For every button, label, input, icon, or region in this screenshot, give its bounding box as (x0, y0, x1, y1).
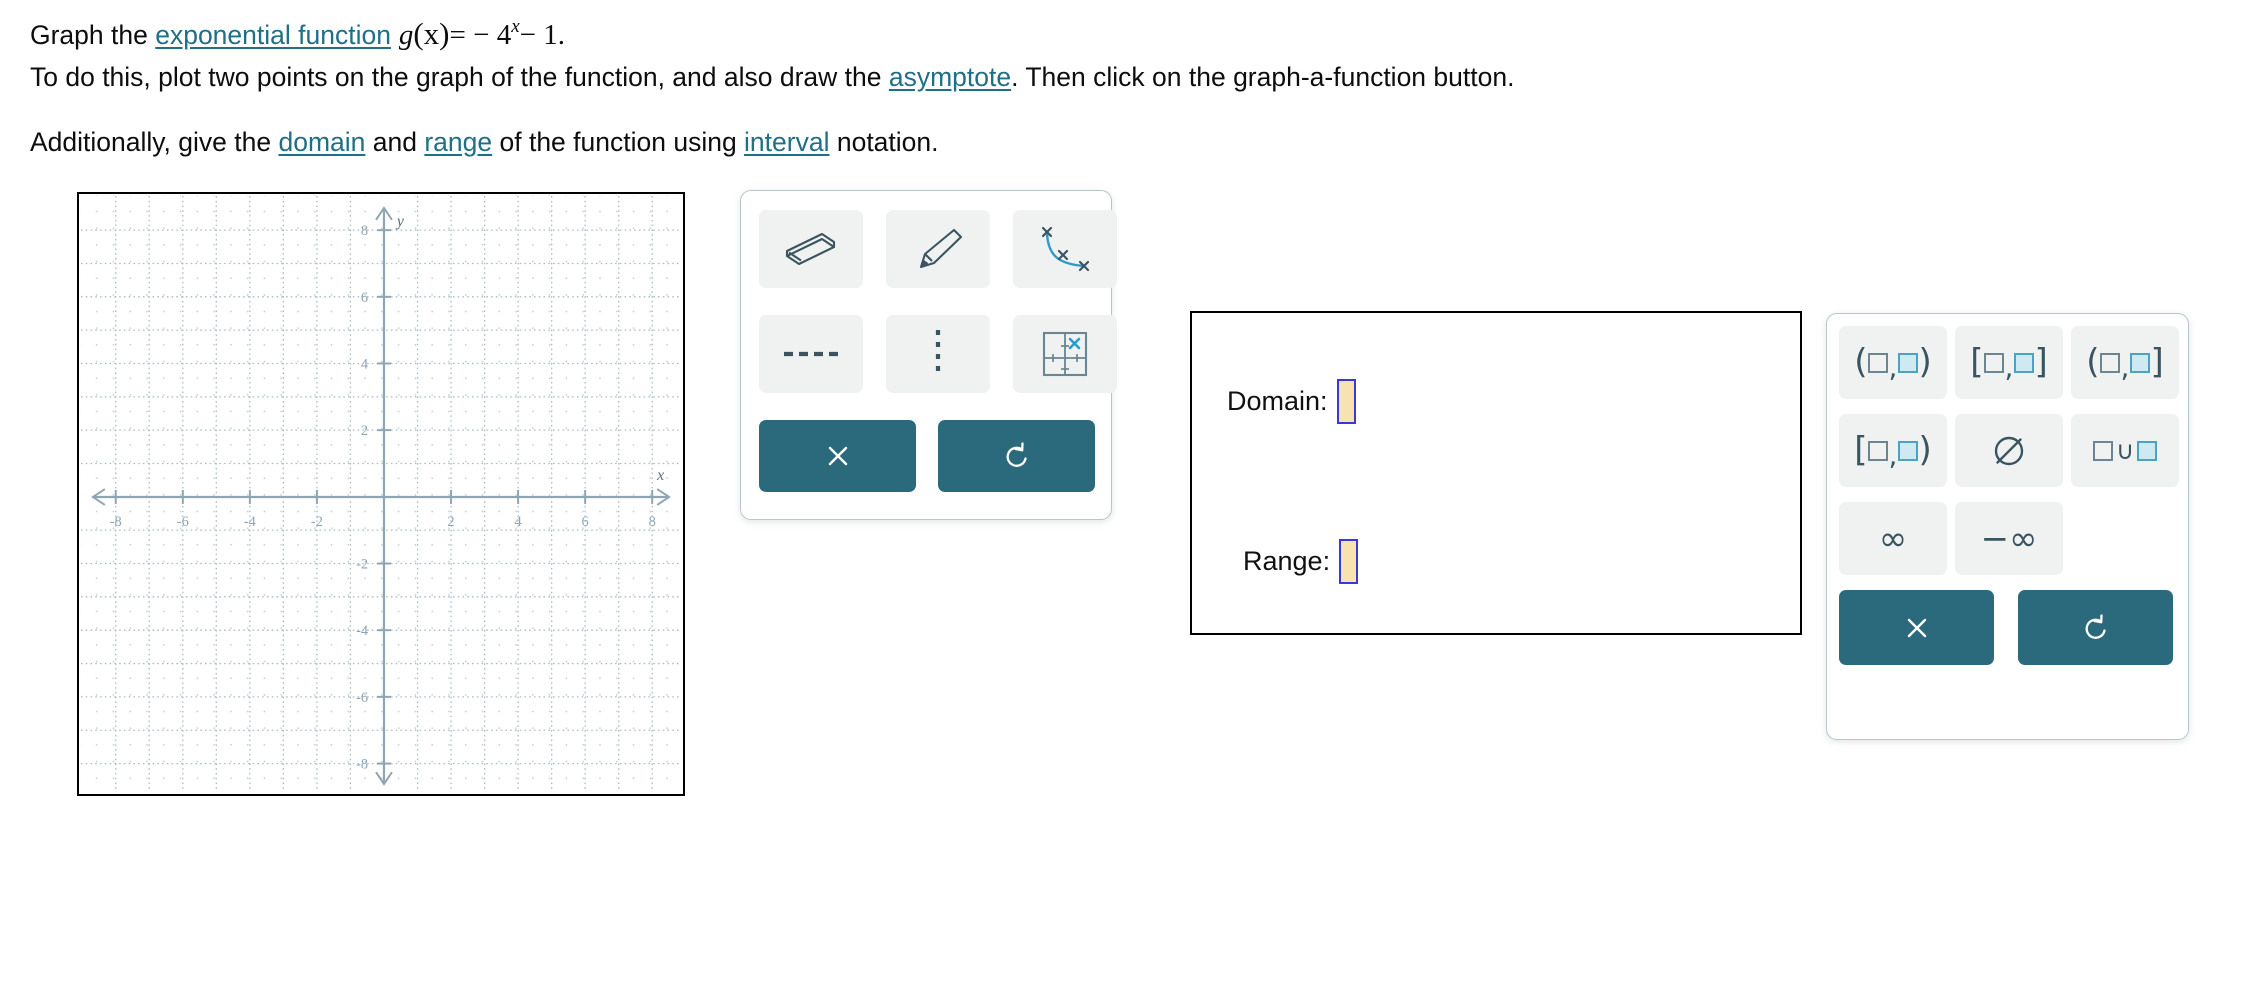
negative-infinity-glyph: −∞ (1980, 518, 2038, 559)
undo-icon (2085, 613, 2106, 639)
asymptote-link[interactable]: asymptote (888, 61, 1012, 92)
svg-text:2: 2 (361, 423, 368, 439)
dotted-line-icon (935, 330, 941, 378)
problem-statement: Graph the exponential function g(x)= − 4… (30, 0, 2230, 163)
svg-text:-8: -8 (110, 514, 122, 530)
closed-open-interval-key[interactable]: [,) (1839, 414, 1947, 487)
union-key[interactable]: ∪ (2071, 414, 2179, 487)
dashed-horizontal-line-tool-button[interactable] (759, 315, 863, 393)
svg-text:-8: -8 (356, 757, 368, 773)
prompt-line-3: Additionally, give the domain and range … (30, 122, 2230, 163)
coordinate-plane[interactable]: -8 -6 -4 -2 2 4 6 8 8 6 4 2 -2 -4 -6 -8 … (77, 192, 685, 796)
closed-closed-interval-key[interactable]: [,] (1955, 326, 2063, 399)
closed-closed-interval-glyph: [,] (1970, 341, 2048, 384)
prompt-line-1: Graph the exponential function g(x)= − 4… (30, 8, 2230, 56)
drawing-toolbar (740, 190, 1117, 520)
range-input[interactable] (1339, 539, 1359, 584)
domain-row: Domain: (1227, 379, 1356, 424)
undo-icon (1006, 442, 1027, 467)
prompt-line2-post: . Then click on the graph-a-function but… (1011, 61, 1515, 92)
function-argument: (x) (413, 15, 450, 51)
pencil-tool-button[interactable] (886, 210, 990, 288)
keypad-clear-button[interactable] (1839, 590, 1994, 665)
grid-with-point-icon (1042, 331, 1088, 377)
prompt-line3-pre: Additionally, give the (30, 126, 279, 157)
function-equals: = − 4 (449, 18, 512, 51)
close-icon (1907, 618, 1926, 637)
open-closed-interval-glyph: (,] (2086, 341, 2164, 384)
negative-infinity-key[interactable]: −∞ (1955, 502, 2063, 575)
y-axis-label: y (395, 213, 405, 230)
range-row: Range: (1243, 539, 1359, 584)
keypad-undo-button[interactable] (2018, 590, 2173, 665)
infinity-key[interactable]: ∞ (1839, 502, 1947, 575)
range-label: Range: (1243, 546, 1331, 576)
domain-range-answer-box: Domain: Range: (1190, 311, 1802, 635)
graph-canvas[interactable]: -8 -6 -4 -2 2 4 6 8 8 6 4 2 -2 -4 -6 -8 … (79, 194, 683, 794)
svg-text:-6: -6 (356, 690, 368, 706)
tick-labels: -8 -6 -4 -2 2 4 6 8 8 6 4 2 -2 -4 -6 -8 (110, 223, 656, 772)
svg-text:-4: -4 (356, 623, 368, 639)
close-icon (828, 446, 847, 466)
empty-set-icon (1994, 436, 2024, 465)
union-glyph: ∪ (2092, 438, 2158, 463)
pencil-icon (919, 228, 963, 269)
svg-text:8: 8 (361, 223, 368, 239)
prompt-line2-pre: To do this, plot two points on the graph… (30, 61, 889, 92)
svg-text:4: 4 (514, 514, 521, 530)
graph-a-function-tool-button[interactable] (1013, 210, 1117, 288)
prompt-line3-mid2: of the function using (492, 126, 745, 157)
open-open-interval-glyph: (,) (1854, 341, 1932, 384)
function-tail: − 1. (519, 18, 565, 51)
open-closed-interval-key[interactable]: (,] (2071, 326, 2179, 399)
open-open-interval-key[interactable]: (,) (1839, 326, 1947, 399)
svg-text:-2: -2 (311, 514, 323, 530)
svg-text:8: 8 (649, 514, 656, 530)
prompt-line1-pre: Graph the (30, 19, 156, 50)
interval-notation-keypad: (,) [,] (,] [,) ∪ ∞ −∞ (1826, 313, 2189, 740)
x-axis-label: x (656, 467, 664, 484)
toolbar-clear-button[interactable] (759, 420, 916, 492)
closed-open-interval-glyph: [,) (1854, 429, 1932, 472)
dashed-line-icon (784, 351, 838, 357)
prompt-line-2: To do this, plot two points on the graph… (30, 57, 2230, 98)
svg-text:2: 2 (447, 514, 454, 530)
prompt-line3-mid1: and (365, 126, 425, 157)
svg-text:-6: -6 (177, 514, 189, 530)
svg-text:4: 4 (361, 357, 368, 373)
svg-text:-2: -2 (356, 557, 368, 573)
exponential-function-link[interactable]: exponential function (155, 19, 391, 50)
svg-text:6: 6 (582, 514, 589, 530)
curve-with-points-icon (1041, 226, 1090, 272)
infinity-glyph: ∞ (1878, 518, 1908, 559)
domain-link[interactable]: domain (278, 126, 366, 157)
interval-link[interactable]: interval (744, 126, 830, 157)
empty-set-key[interactable] (1955, 414, 2063, 487)
eraser-icon (785, 232, 836, 266)
axes (91, 206, 671, 786)
dotted-vertical-line-tool-button[interactable] (886, 315, 990, 393)
domain-input[interactable] (1336, 379, 1356, 424)
svg-text:-4: -4 (244, 514, 256, 530)
plot-point-on-grid-tool-button[interactable] (1013, 315, 1117, 393)
svg-text:6: 6 (361, 290, 368, 306)
toolbar-undo-button[interactable] (938, 420, 1095, 492)
tick-marks (114, 229, 654, 765)
eraser-tool-button[interactable] (759, 210, 863, 288)
function-name: g (398, 18, 414, 51)
prompt-line3-post: notation. (829, 126, 939, 157)
domain-label: Domain: (1227, 386, 1328, 416)
function-exponent: x (511, 16, 520, 37)
major-gridlines (80, 195, 682, 793)
range-link[interactable]: range (424, 126, 493, 157)
